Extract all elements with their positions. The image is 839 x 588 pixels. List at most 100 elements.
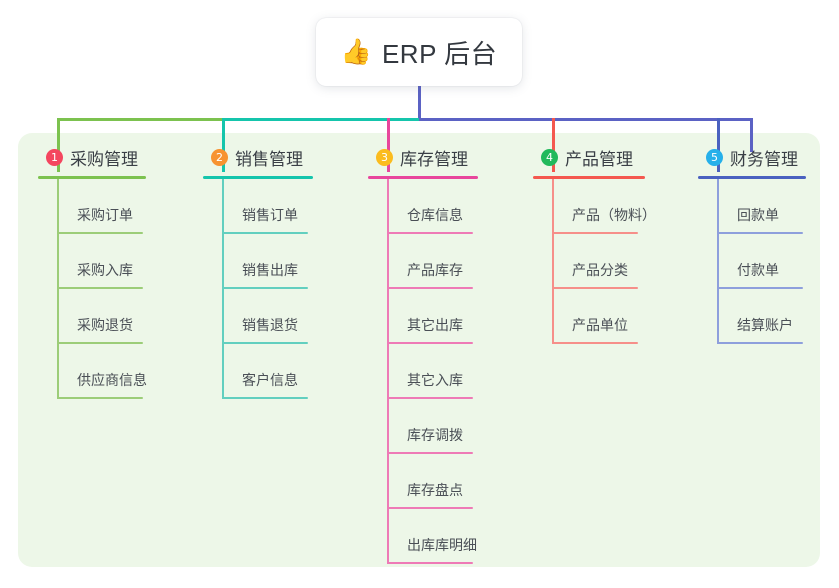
leaf-list: 销售订单销售出库销售退货客户信息 <box>222 179 313 399</box>
branch-underline <box>203 176 313 179</box>
branch-title: 采购管理 <box>70 149 138 169</box>
branch-column-2: 2 销售管理销售订单销售出库销售退货客户信息 <box>203 145 313 399</box>
leaf-label: 采购订单 <box>77 207 133 223</box>
branch-header[interactable]: 2 销售管理 <box>203 145 313 169</box>
leaf-label: 库存调拨 <box>407 427 463 443</box>
branch-underline <box>368 176 478 179</box>
leaf-label: 供应商信息 <box>77 372 147 388</box>
leaf-item[interactable]: 库存调拨 <box>387 399 478 454</box>
leaf-label: 采购入库 <box>77 262 133 278</box>
leaf-label: 产品（物料） <box>572 207 656 223</box>
leaf-item[interactable]: 库存盘点 <box>387 454 478 509</box>
leaf-label: 付款单 <box>737 262 779 278</box>
leaf-underline <box>387 507 473 509</box>
branch-number-badge: 3 <box>376 148 393 166</box>
branch-title: 销售管理 <box>235 149 303 169</box>
branch-title: 财务管理 <box>730 149 798 169</box>
leaf-item[interactable]: 其它出库 <box>387 289 478 344</box>
leaf-item[interactable]: 产品分类 <box>552 234 645 289</box>
branch-header[interactable]: 1 采购管理 <box>38 145 146 169</box>
thumbs-up-icon: 👍 <box>340 37 372 66</box>
leaf-label: 回款单 <box>737 207 779 223</box>
leaf-underline <box>387 342 473 344</box>
branch-panel <box>18 133 820 567</box>
branch-spine <box>387 179 389 564</box>
leaf-underline <box>717 342 803 344</box>
leaf-label: 销售退货 <box>242 317 298 333</box>
leaf-label: 产品库存 <box>407 262 463 278</box>
leaf-underline <box>552 232 638 234</box>
leaf-item[interactable]: 仓库信息 <box>387 179 478 234</box>
branch-title: 产品管理 <box>565 149 633 169</box>
leaf-item[interactable]: 回款单 <box>717 179 806 234</box>
leaf-item[interactable]: 销售退货 <box>222 289 313 344</box>
leaf-item[interactable]: 产品单位 <box>552 289 645 344</box>
leaf-underline <box>552 342 638 344</box>
leaf-underline <box>222 232 308 234</box>
leaf-item[interactable]: 其它入库 <box>387 344 478 399</box>
leaf-underline <box>57 342 143 344</box>
leaf-list: 采购订单采购入库采购退货供应商信息 <box>57 179 147 399</box>
branch-header[interactable]: 4 产品管理 <box>533 145 645 169</box>
leaf-label: 采购退货 <box>77 317 133 333</box>
branch-spine <box>717 179 719 344</box>
trunk-bar-segment <box>419 118 753 121</box>
leaf-underline <box>387 397 473 399</box>
leaf-underline <box>717 287 803 289</box>
leaf-item[interactable]: 客户信息 <box>222 344 313 399</box>
leaf-label: 客户信息 <box>242 372 298 388</box>
leaf-underline <box>717 232 803 234</box>
leaf-label: 出库库明细 <box>407 537 477 553</box>
branch-underline <box>38 176 146 179</box>
leaf-item[interactable]: 采购退货 <box>57 289 146 344</box>
leaf-item[interactable]: 产品（物料） <box>552 179 656 234</box>
leaf-underline <box>222 397 308 399</box>
leaf-item[interactable]: 结算账户 <box>717 289 806 344</box>
leaf-label: 库存盘点 <box>407 482 463 498</box>
branch-column-3: 3 库存管理仓库信息产品库存其它出库其它入库库存调拨库存盘点出库库明细 <box>368 145 478 564</box>
branch-number-badge: 2 <box>211 148 228 166</box>
leaf-item[interactable]: 供应商信息 <box>57 344 147 399</box>
branch-header[interactable]: 5 财务管理 <box>698 145 806 169</box>
trunk-bar-segment <box>222 118 422 121</box>
leaf-label: 其它出库 <box>407 317 463 333</box>
branch-number-badge: 4 <box>541 148 558 166</box>
root-node[interactable]: 👍 ERP 后台 <box>316 18 522 86</box>
branch-column-5: 5 财务管理回款单付款单结算账户 <box>698 145 806 344</box>
leaf-label: 产品单位 <box>572 317 628 333</box>
leaf-item[interactable]: 销售订单 <box>222 179 313 234</box>
branch-title: 库存管理 <box>400 149 468 169</box>
leaf-label: 销售出库 <box>242 262 298 278</box>
branch-number-badge: 1 <box>46 148 63 166</box>
branch-number-badge: 5 <box>706 148 723 166</box>
leaf-label: 销售订单 <box>242 207 298 223</box>
leaf-item[interactable]: 采购入库 <box>57 234 146 289</box>
leaf-list: 产品（物料） 产品分类产品单位 <box>552 179 656 344</box>
branch-column-4: 4 产品管理产品（物料） 产品分类产品单位 <box>533 145 656 344</box>
branch-header[interactable]: 3 库存管理 <box>368 145 478 169</box>
leaf-item[interactable]: 出库库明细 <box>387 509 478 564</box>
leaf-underline <box>222 342 308 344</box>
trunk-connector <box>418 86 421 118</box>
leaf-item[interactable]: 付款单 <box>717 234 806 289</box>
leaf-underline <box>387 452 473 454</box>
leaf-label: 其它入库 <box>407 372 463 388</box>
leaf-underline <box>387 562 473 564</box>
branch-spine <box>222 179 224 399</box>
leaf-underline <box>387 232 473 234</box>
branch-underline <box>533 176 645 179</box>
leaf-item[interactable]: 采购订单 <box>57 179 146 234</box>
branch-spine <box>552 179 554 344</box>
trunk-bar-segment <box>57 118 225 121</box>
leaf-underline <box>552 287 638 289</box>
leaf-underline <box>57 232 143 234</box>
leaf-underline <box>387 287 473 289</box>
leaf-item[interactable]: 产品库存 <box>387 234 478 289</box>
branch-column-1: 1 采购管理采购订单采购入库采购退货供应商信息 <box>38 145 147 399</box>
leaf-underline <box>57 397 143 399</box>
leaf-list: 仓库信息产品库存其它出库其它入库库存调拨库存盘点出库库明细 <box>387 179 478 564</box>
leaf-item[interactable]: 销售出库 <box>222 234 313 289</box>
leaf-underline <box>222 287 308 289</box>
root-title: ERP 后台 <box>381 38 498 69</box>
